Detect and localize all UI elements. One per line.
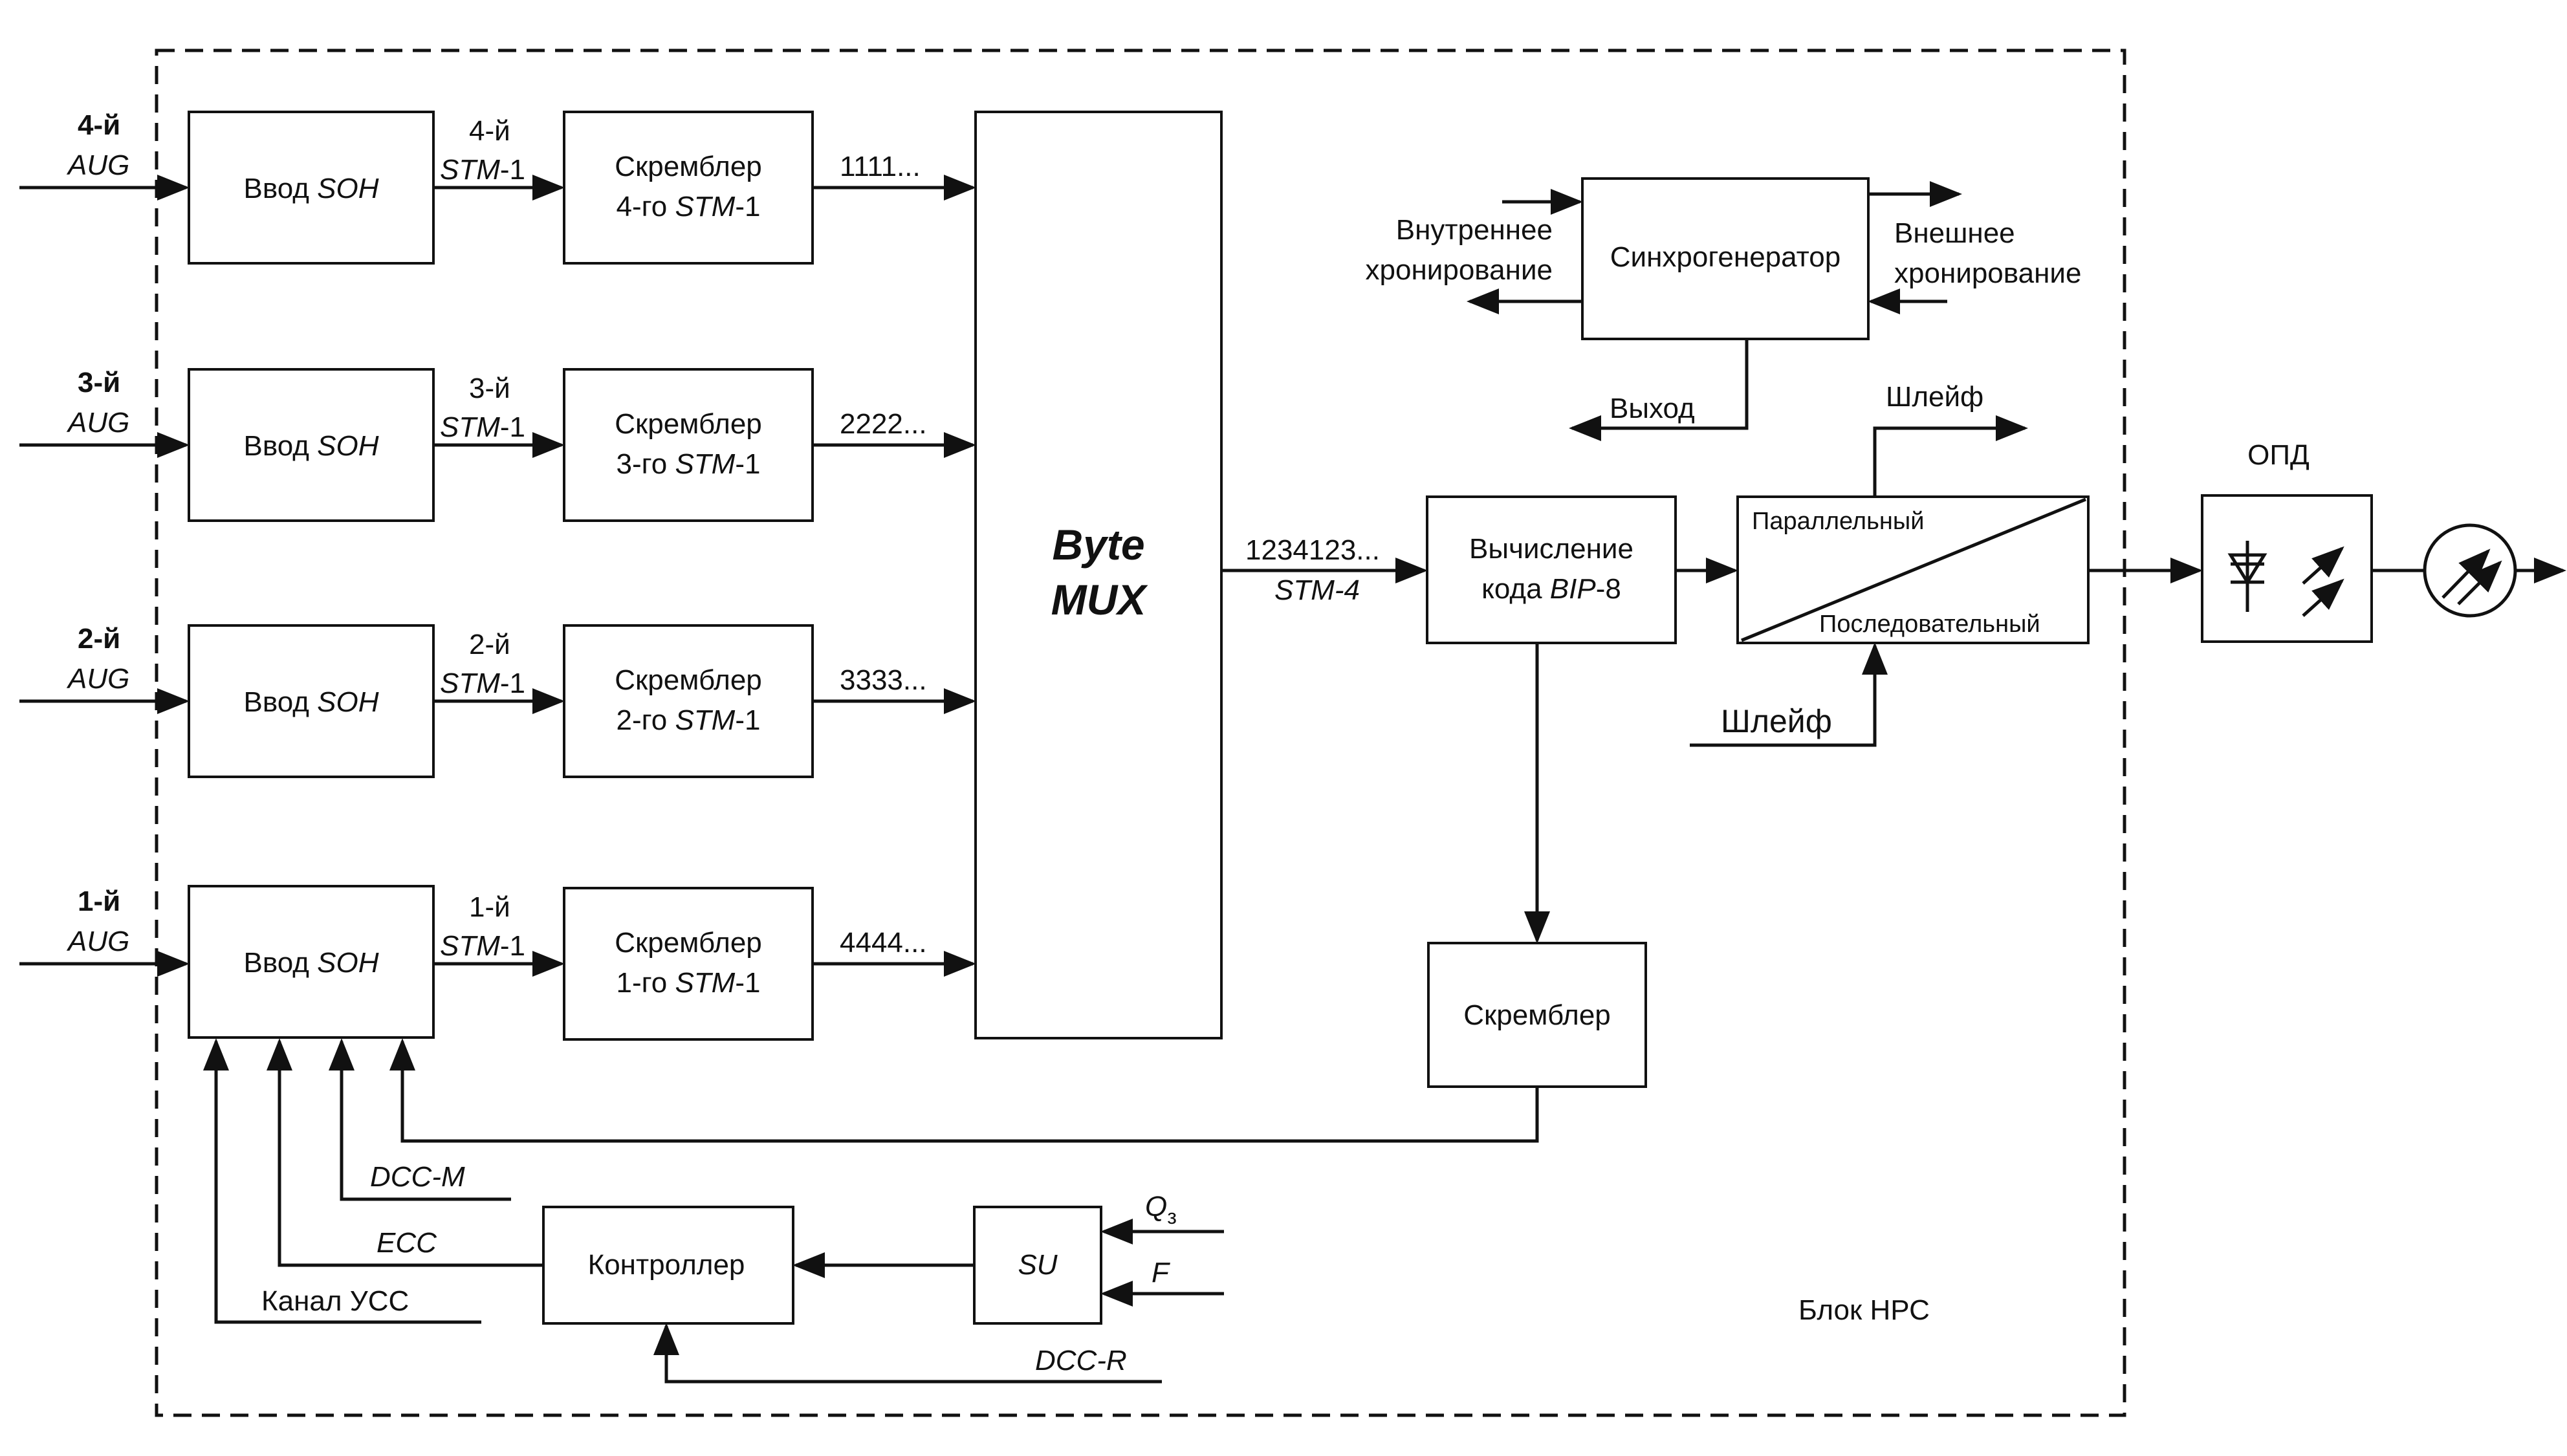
mux-output-sequence: 1234123... — [1245, 534, 1380, 566]
scrambler-label: Скремблер — [615, 664, 762, 696]
bip8-box — [1426, 495, 1677, 644]
aug-type-label: AUG — [66, 926, 129, 957]
dcc-r-label: DCC-R — [1035, 1345, 1127, 1376]
aug-order-label: 1-й — [78, 886, 120, 917]
scrambler-label: Скремблер — [615, 927, 762, 959]
scrambler-box — [563, 111, 814, 265]
converter-serial-label: Последовательный — [1819, 611, 2040, 638]
byte-sequence-label: 1111... — [840, 151, 921, 182]
scrambler-box — [563, 624, 814, 778]
scrambler-box — [563, 368, 814, 522]
converter-diagonal — [1741, 497, 2086, 642]
hrs-block-label: Блок НРС — [1798, 1294, 1930, 1326]
byte-mux-label: Byte — [1052, 521, 1144, 569]
main-scrambler-label: Скремблер — [1463, 999, 1611, 1031]
soh-insert-label: Ввод SOH — [244, 173, 379, 204]
su-box — [973, 1206, 1102, 1325]
diode-icon — [2227, 541, 2267, 612]
stm-order-label: 4-й — [469, 115, 510, 147]
input-row-1: 1-й AUG Ввод SOH 1-й STM-1 Скремблер 1-г… — [19, 885, 976, 1041]
internal-timing-label: Внутреннее — [1396, 214, 1553, 246]
soh-insert-label: Ввод SOH — [244, 947, 379, 979]
aug-type-label: AUG — [66, 149, 129, 181]
sync-generator-label: Синхрогенератор — [1610, 241, 1841, 273]
scrambler-sub-label: 4-го STM-1 — [617, 191, 761, 223]
controller-label: Контроллер — [588, 1249, 745, 1281]
stm-order-label: 1-й — [469, 891, 510, 923]
internal-timing-label-2: хронирование — [1366, 254, 1553, 286]
light-emission-icon — [2302, 546, 2344, 617]
byte-sequence-label: 2222... — [840, 408, 927, 440]
soh-insert-box — [188, 111, 435, 265]
ecc-label: ECC — [377, 1227, 437, 1259]
scrambler-box — [563, 887, 814, 1041]
stm-type-label: STM-1 — [440, 930, 525, 962]
scrambler-sub-label: 3-го STM-1 — [617, 448, 761, 480]
aug-type-label: AUG — [66, 663, 129, 695]
scrambler-sub-label: 1-го STM-1 — [617, 967, 761, 999]
dcc-m-label: DCC-M — [370, 1161, 465, 1193]
sync-output-label: Выход — [1610, 393, 1695, 424]
stm-type-label: STM-1 — [440, 668, 525, 699]
external-timing-label: Внешнее — [1894, 217, 2015, 249]
stm-order-label: 2-й — [469, 629, 510, 660]
byte-mux-label-2: MUX — [1051, 576, 1149, 624]
scrambler-sub-label: 2-го STM-1 — [617, 704, 761, 736]
bip8-label: Вычисление — [1469, 533, 1633, 565]
hrs-block-boundary — [155, 49, 2126, 1417]
soh-insert-box — [188, 368, 435, 522]
byte-sequence-label: 4444... — [840, 927, 927, 959]
aug-order-label: 4-й — [78, 109, 120, 141]
aug-order-label: 2-й — [78, 623, 120, 655]
opd-box — [2201, 494, 2373, 643]
ucc-channel-label: Канал УСС — [261, 1285, 409, 1317]
loop-top-label: Шлейф — [1886, 381, 1983, 413]
bip8-sub-label: кода BIP-8 — [1481, 573, 1621, 605]
soh-insert-label: Ввод SOH — [244, 430, 379, 462]
optical-fiber-icon — [2423, 523, 2517, 618]
byte-sequence-label: 3333... — [840, 664, 927, 696]
su-label: SU — [1018, 1249, 1057, 1281]
soh-insert-box — [188, 885, 435, 1039]
su-q-input-label: Qз — [1145, 1191, 1177, 1228]
input-row-3: 3-й AUG Ввод SOH 3-й STM-1 Скремблер 3-г… — [19, 367, 976, 522]
stm-order-label: 3-й — [469, 373, 510, 404]
soh-insert-label: Ввод SOH — [244, 686, 379, 718]
aug-type-label: AUG — [66, 407, 129, 439]
su-f-input-label: F — [1152, 1257, 1170, 1288]
opd-label: ОПД — [2247, 439, 2310, 471]
mux-output-stm4: STM-4 — [1274, 574, 1360, 606]
converter-parallel-label: Параллельный — [1752, 508, 1924, 535]
stm-type-label: STM-1 — [440, 154, 525, 186]
scrambler-label: Скремблер — [615, 408, 762, 440]
aug-order-label: 3-й — [78, 367, 120, 398]
byte-mux-box — [974, 111, 1223, 1039]
loop-bottom-label: Шлейф — [1721, 703, 1832, 739]
stm-type-label: STM-1 — [440, 411, 525, 443]
sync-generator-box — [1581, 177, 1870, 340]
input-row-4: 4-й AUG Ввод SOH 4-й STM-1 Скремблер 4-г… — [19, 109, 976, 265]
external-timing-label-2: хронирование — [1894, 257, 2081, 289]
input-row-2: 2-й AUG Ввод SOH 2-й STM-1 Скремблер 2-г… — [19, 623, 976, 778]
scrambler-label: Скремблер — [615, 151, 762, 182]
controller-box — [542, 1206, 794, 1325]
